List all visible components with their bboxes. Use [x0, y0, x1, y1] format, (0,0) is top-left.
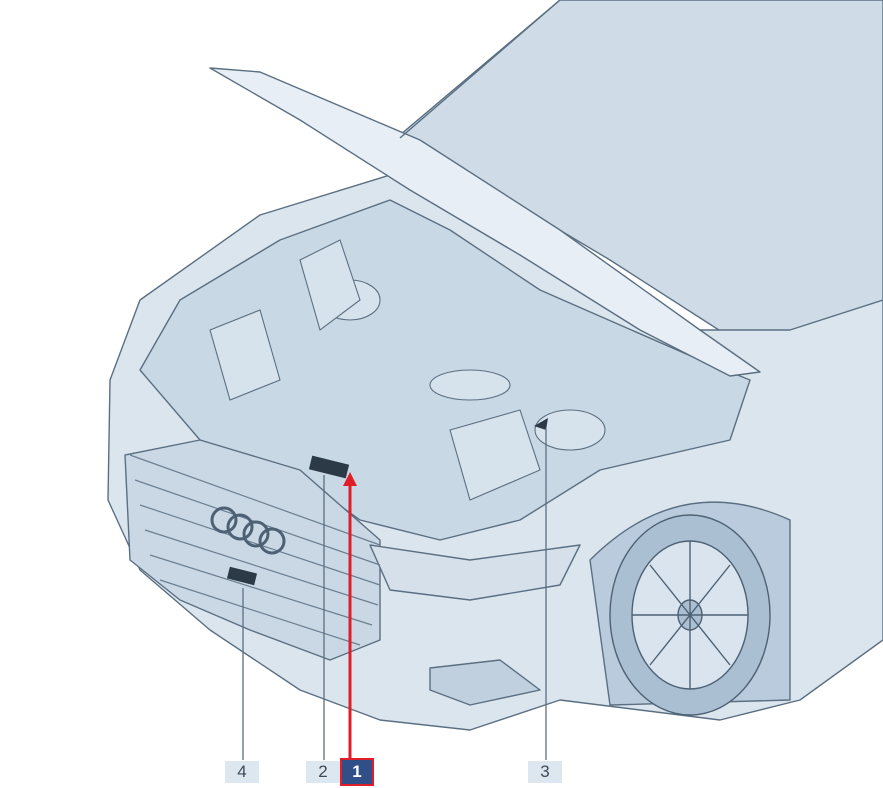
plate-front-bumper [226, 566, 258, 586]
brand-logo-rings [210, 506, 286, 555]
label-plates [226, 418, 548, 586]
callout-label-1: 1 [340, 758, 374, 786]
leader-lines [242, 428, 547, 760]
front-wheel [609, 514, 771, 716]
engine-components [209, 239, 606, 501]
warning-triangle-icon [534, 418, 548, 430]
callout-label-4: 4 [225, 761, 259, 783]
plate-lock-carrier [308, 455, 350, 479]
callout-label-3: 3 [528, 761, 562, 783]
leader-line-highlight [343, 472, 357, 760]
callout-label-2: 2 [306, 761, 340, 783]
